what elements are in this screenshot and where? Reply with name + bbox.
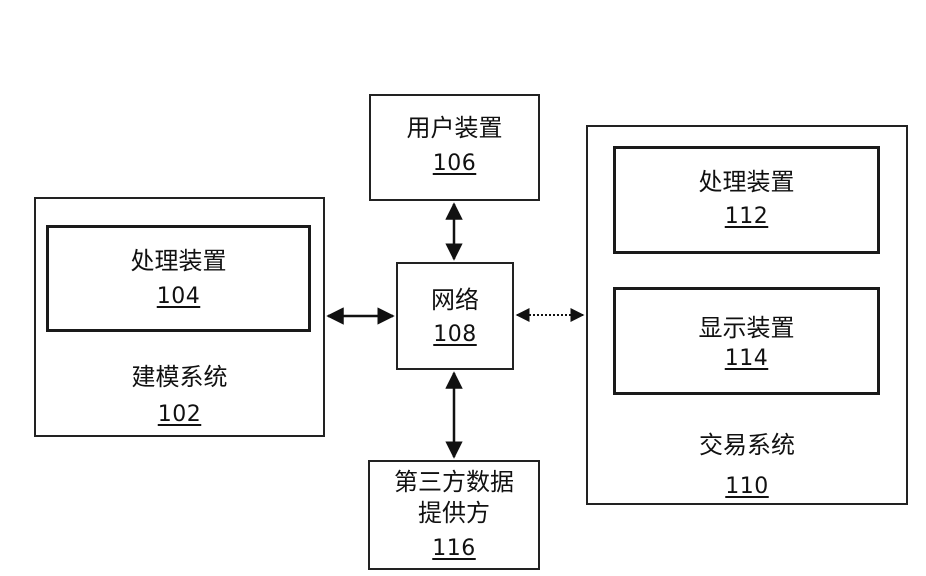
connector-layer bbox=[0, 0, 926, 576]
